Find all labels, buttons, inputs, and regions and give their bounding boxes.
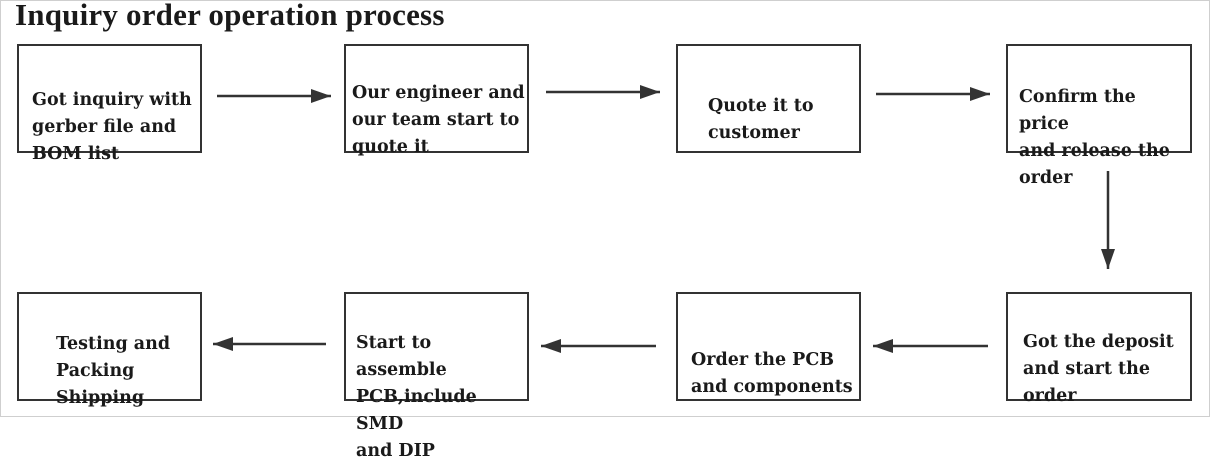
- diagram-title: Inquiry order operation process: [15, 0, 445, 32]
- step-engineer-quote: Our engineer and our team start to quote…: [344, 44, 529, 157]
- step-confirm-price: Confirm the price and release the order: [1006, 44, 1192, 188]
- step-label: Got inquiry with gerber file and BOM lis…: [32, 90, 192, 164]
- step-inquiry: Got inquiry with gerber file and BOM lis…: [17, 44, 202, 164]
- step-label: Our engineer and our team start to quote…: [352, 83, 525, 157]
- step-deposit: Got the deposit and start the order: [1006, 292, 1192, 406]
- step-label: Testing and Packing Shipping: [56, 334, 171, 408]
- step-assemble: Start to assemble PCB,include SMD and DI…: [344, 292, 529, 461]
- step-label: Start to assemble PCB,include SMD and DI…: [356, 333, 477, 461]
- step-label: Got the deposit and start the order: [1023, 332, 1174, 406]
- step-testing: Testing and Packing Shipping: [17, 292, 202, 408]
- step-label: Quote it to customer: [708, 96, 814, 143]
- step-order-pcb: Order the PCB and components: [676, 292, 861, 401]
- connector-layer: [213, 85, 1115, 353]
- step-label: Confirm the price and release the order: [1019, 87, 1170, 188]
- step-quote-customer: Quote it to customer: [676, 44, 861, 153]
- step-label: Order the PCB and components: [691, 350, 853, 397]
